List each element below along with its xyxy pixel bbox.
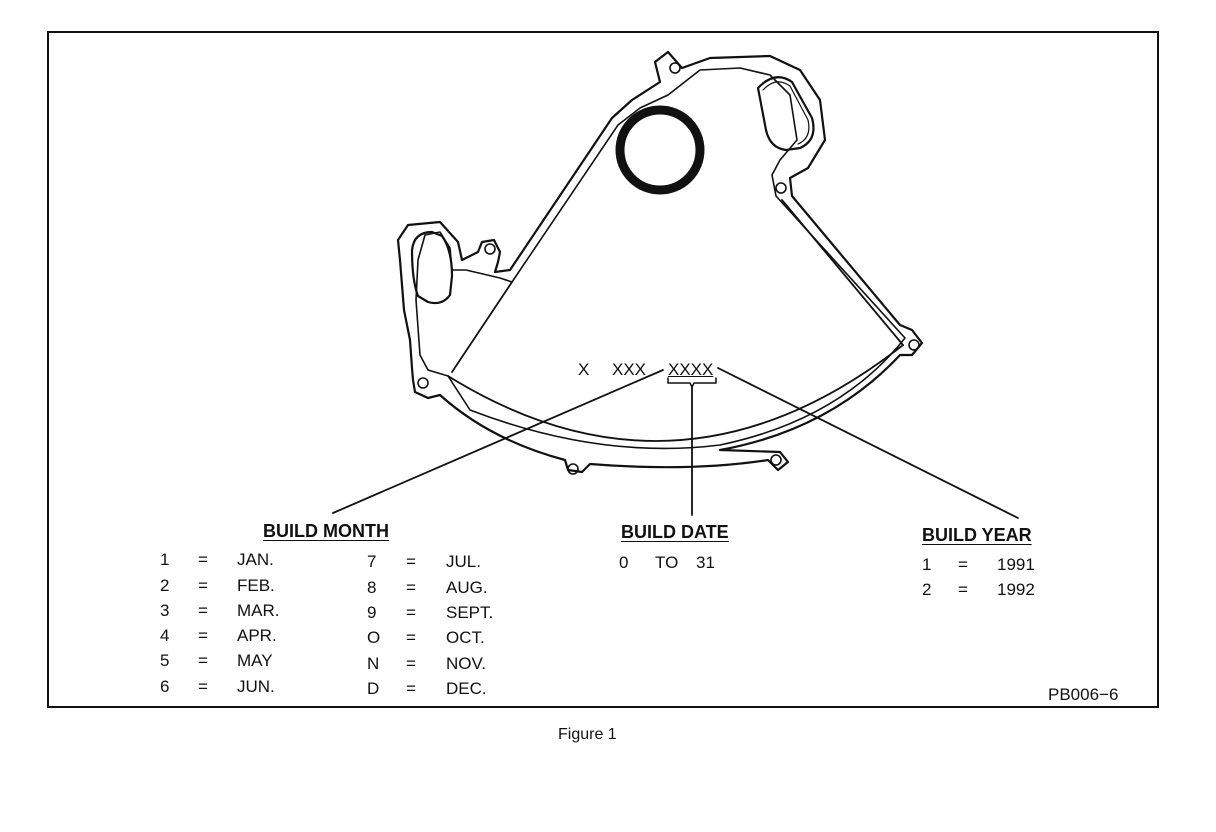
year-code: 2	[922, 580, 932, 599]
month-code: 6	[160, 677, 170, 696]
seal-ring	[615, 105, 705, 195]
month-name: JAN.	[237, 550, 274, 569]
month-code: 3	[160, 601, 170, 620]
equals-sign: =	[198, 651, 208, 670]
year-value: 1991	[997, 555, 1035, 574]
equals-sign: =	[406, 679, 416, 698]
date-range-from: 0	[619, 553, 629, 572]
cover-face-edge-left	[451, 281, 513, 373]
month-name: SEPT.	[446, 603, 494, 622]
month-name: DEC.	[446, 679, 487, 698]
month-code: N	[367, 654, 380, 673]
month-name: FEB.	[237, 576, 275, 595]
equals-sign: =	[198, 601, 208, 620]
year-value: 1992	[997, 580, 1035, 599]
equals-sign: =	[406, 552, 416, 571]
month-name: JUL.	[446, 552, 481, 571]
month-code: D	[367, 679, 380, 698]
month-name: AUG.	[446, 578, 488, 597]
left-oval-window	[410, 230, 454, 305]
bolt-hole	[770, 454, 782, 466]
month-name: APR.	[237, 626, 277, 645]
bolt-hole	[775, 182, 787, 194]
month-code: 5	[160, 651, 170, 670]
equals-sign: =	[406, 628, 416, 647]
equals-sign: =	[958, 580, 968, 599]
month-code: 9	[367, 603, 377, 622]
cover-face-arc	[447, 344, 904, 442]
year-code: 1	[922, 555, 932, 574]
bolt-hole	[567, 463, 579, 475]
figure-caption: Figure 1	[558, 726, 617, 743]
cover-outline	[396, 50, 924, 474]
bolt-hole	[908, 339, 920, 351]
month-code: 1	[160, 550, 170, 569]
code-serial: XXX	[612, 360, 647, 379]
month-name: MAY	[237, 651, 273, 670]
equals-sign: =	[406, 654, 416, 673]
equals-sign: =	[958, 555, 968, 574]
month-name: OCT.	[446, 628, 485, 647]
build-date-heading: BUILD DATE	[621, 522, 729, 542]
leader-line-month	[332, 369, 664, 514]
date-range-to: 31	[696, 553, 715, 572]
equals-sign: =	[406, 603, 416, 622]
cover-face-edge-right	[781, 199, 904, 346]
month-name: NOV.	[446, 654, 487, 673]
upper-oval-window	[756, 76, 815, 152]
equals-sign: =	[198, 626, 208, 645]
figure-frame	[47, 31, 1159, 708]
month-code: 2	[160, 576, 170, 595]
equals-sign: =	[198, 576, 208, 595]
code-date: XXXX	[668, 360, 714, 379]
equals-sign: =	[406, 578, 416, 597]
build-year-heading: BUILD YEAR	[922, 525, 1032, 545]
month-code: 4	[160, 626, 170, 645]
leader-line-year	[717, 367, 1019, 519]
month-code: 7	[367, 552, 377, 571]
month-name: JUN.	[237, 677, 275, 696]
date-range-word: TO	[655, 553, 679, 572]
build-month-heading: BUILD MONTH	[263, 521, 389, 541]
month-code: O	[367, 628, 381, 647]
bolt-hole	[417, 377, 429, 389]
month-code: 8	[367, 578, 377, 597]
equals-sign: =	[198, 677, 208, 696]
equals-sign: =	[198, 550, 208, 569]
bolt-hole	[669, 62, 681, 74]
date-code-brace	[667, 377, 717, 388]
code-plant: X	[578, 360, 590, 379]
part-number: PB006−6	[1048, 685, 1119, 704]
bolt-hole	[484, 243, 496, 255]
month-name: MAR.	[237, 601, 280, 620]
